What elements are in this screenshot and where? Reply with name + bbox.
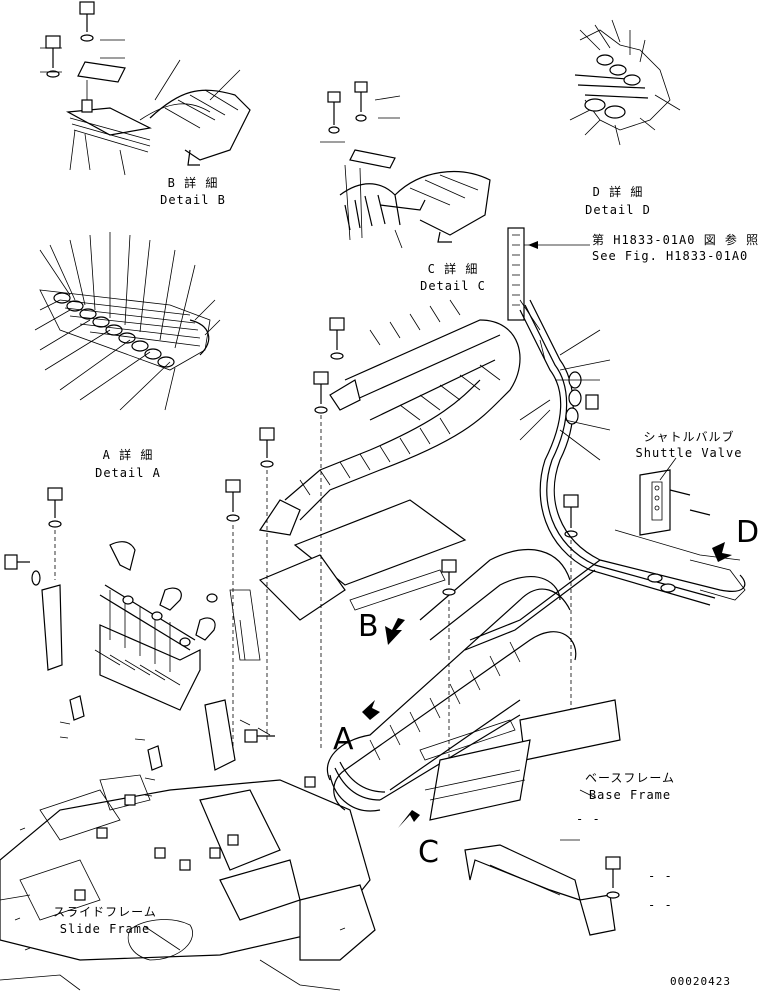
base-frame-drawing [424,699,621,936]
fig-reference-jp: 第 H1833-01A0 図 参 照 [592,233,759,247]
detail-a-drawing [34,232,221,411]
detail-a-caption: Detail A [95,466,161,480]
shuttle-valve-label-jp: シャトルバルブ [643,430,735,444]
callout-b: B [358,609,379,644]
control-valve-assembly [4,487,275,797]
dash-label: - - [576,812,601,826]
lower-cable-chain [326,494,579,812]
bolt-column [225,415,322,760]
dash-label: - - [648,869,673,883]
callout-a: A [333,722,354,757]
hose-routing [464,299,746,651]
base-frame-label-jp: ベースフレーム [584,771,676,785]
detail-b-caption: Detail B [160,193,226,207]
dash-label: - - [648,898,673,912]
detail-c-title: C 詳 細 [427,262,479,276]
detail-d-title: D 詳 細 [592,185,644,199]
callout-c: C [418,835,439,870]
detail-d-caption: Detail D [585,203,651,217]
connector-block [507,227,590,321]
part-code: 00020423 [670,975,731,988]
slide-frame-drawing [0,774,376,991]
detail-c-drawing [320,81,491,249]
shuttle-valve [614,469,746,601]
slide-frame-label-jp: スライドフレーム [53,905,157,919]
detail-d-drawing [569,19,681,146]
detail-c-caption: Detail C [420,279,486,293]
leader-lines [143,457,677,951]
callout-d: D [736,515,759,550]
fig-reference-en: See Fig. H1833-01A0 [592,249,749,263]
detail-b-drawing [40,1,251,176]
base-frame-label-en: Base Frame [588,788,672,802]
slide-frame-label-en: Slide Frame [59,922,151,936]
callout-arrows [362,542,732,828]
detail-b-title: B 詳 細 [167,176,219,190]
detail-a-title: A 詳 細 [102,448,154,462]
shuttle-valve-label-en: Shuttle Valve [635,446,743,460]
upper-cable-chain [258,299,521,621]
